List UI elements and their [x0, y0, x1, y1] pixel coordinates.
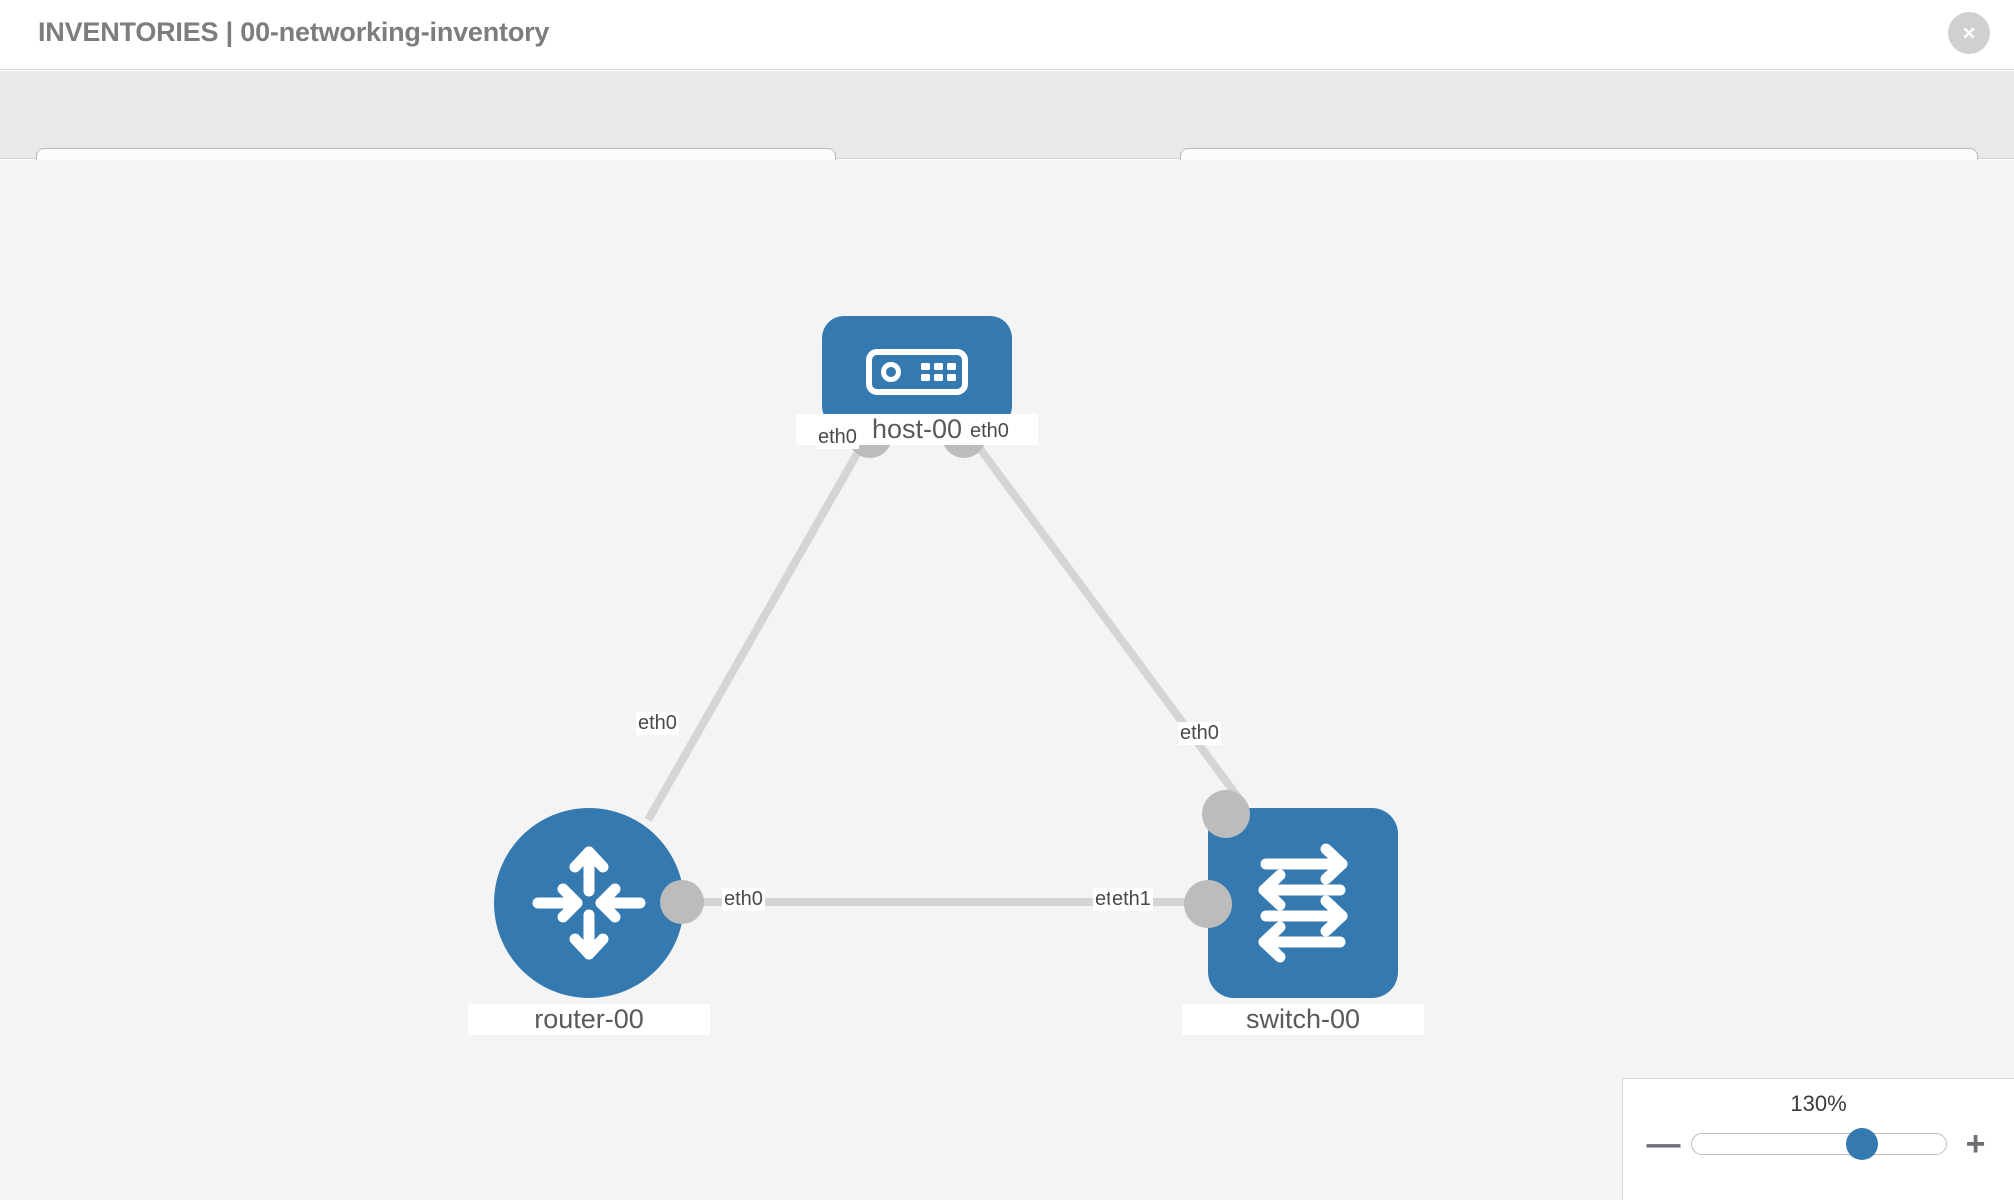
topology-node-switch-00[interactable]: switch-00 eth0 eth0 eth1 — [1093, 722, 1424, 1035]
iface-label-host-eth0-right: eth0 — [968, 420, 1011, 443]
page-header: INVENTORIES | 00-networking-inventory — [0, 0, 2014, 70]
switch-node-shape[interactable] — [1208, 808, 1398, 998]
zoom-out-button[interactable]: — — [1646, 1125, 1681, 1163]
link-host-router[interactable] — [644, 436, 870, 822]
server-icon — [866, 349, 968, 395]
node-label-switch-00: switch-00 — [1182, 1004, 1424, 1035]
iface-label-switch-eth1: eth1 — [1110, 888, 1153, 911]
port-switch-eth1-left[interactable] — [1184, 880, 1232, 928]
iface-label-router-eth0-right: eth0 — [722, 888, 765, 911]
topology-node-host-00[interactable]: host-00 eth0 eth0 — [796, 316, 1038, 458]
link-host-switch[interactable] — [968, 435, 1244, 803]
close-icon[interactable] — [1948, 12, 1990, 54]
router-node-shape[interactable] — [494, 808, 684, 998]
host-node-shape[interactable] — [822, 316, 1012, 428]
port-router-eth0-right[interactable] — [660, 880, 704, 924]
toolbar: ACTIONS SEARCH — [0, 71, 2014, 205]
page-title: INVENTORIES | 00-networking-inventory — [38, 17, 550, 47]
port-switch-eth0-up[interactable] — [1202, 790, 1250, 838]
topology-canvas[interactable]: host-00 eth0 eth0 — [0, 160, 2014, 1200]
zoom-control-panel: 130% — + — [1622, 1078, 2014, 1200]
zoom-slider[interactable] — [1690, 1128, 1947, 1160]
iface-label-host-eth0-left: eth0 — [816, 426, 859, 449]
iface-label-router-eth0-up: eth0 — [636, 712, 679, 735]
switch-arrows-icon — [1258, 843, 1348, 963]
topology-node-router-00[interactable]: router-00 eth0 eth0 — [468, 712, 765, 1035]
node-label-router-00: router-00 — [468, 1004, 710, 1035]
zoom-slider-thumb[interactable] — [1845, 1128, 1878, 1160]
zoom-level-value: 130% — [1790, 1091, 1847, 1116]
iface-label-switch-eth0-up: eth0 — [1178, 722, 1221, 745]
zoom-controls-row: — + — [1623, 1127, 2014, 1161]
zoom-in-button[interactable]: + — [1965, 1125, 1986, 1163]
router-arrows-icon — [532, 846, 646, 960]
